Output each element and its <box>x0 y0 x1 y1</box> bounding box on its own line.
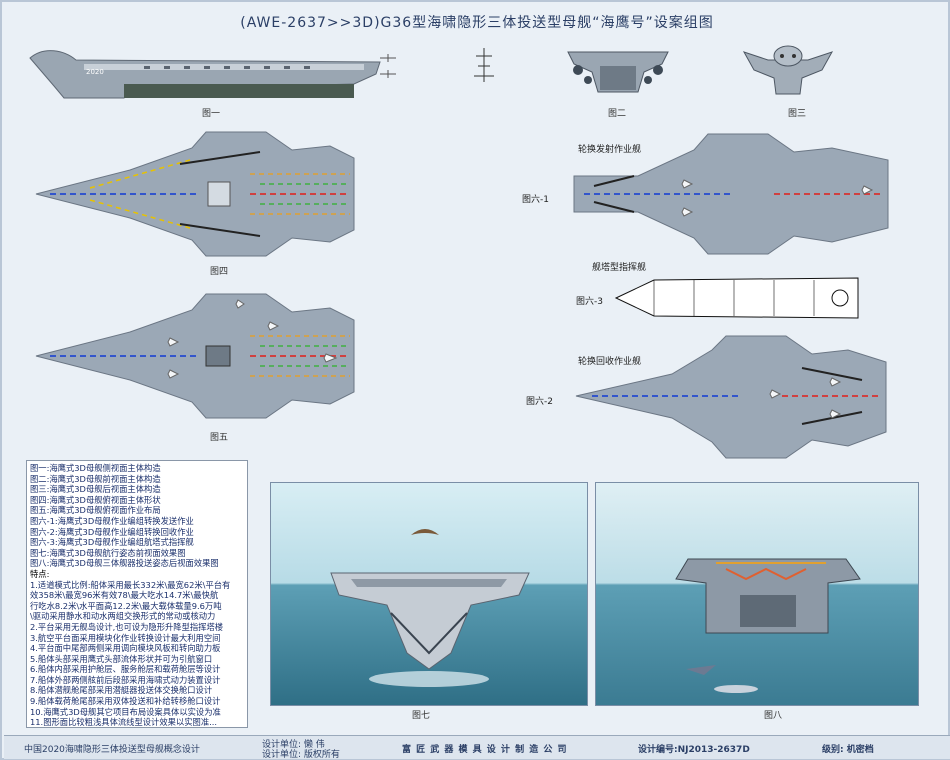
footer-code: 设计编号:NJ2013-2637D <box>638 745 750 755</box>
fig2-caption: 图二 <box>608 109 627 119</box>
feature-line: 5.船体头部采用鹰式头部流体形状并可为引航窗口 <box>30 653 213 664</box>
fig6-3-command-ship <box>614 277 859 319</box>
fig2-front-view <box>567 51 669 93</box>
fig1-side-view <box>29 50 381 99</box>
footer-designer: 设计单位: 懒 伟 <box>262 740 325 750</box>
notes-panel: 图一:海鹰式3D母舰侧视面主体构造 图二:海鹰式3D母舰前视面主体构造 图三:海… <box>26 460 248 728</box>
fig4-top-view <box>35 131 355 257</box>
note-line: 图七:海鹰式3D母舰航行姿态前视面效果图 <box>30 547 186 558</box>
features-heading: 特点: <box>30 568 50 579</box>
note-line: 图六-1:海鹰式3D母舰作业编组转换发送作业 <box>30 515 194 526</box>
fig3-caption: 图三 <box>788 109 807 119</box>
note-line: 图五:海鹰式3D母舰俯视面作业布局 <box>30 505 161 516</box>
feature-line: 10.海鹰式3D母舰其它项目布局设案具体以实设为准 <box>30 706 221 717</box>
note-line: 图二:海鹰式3D母舰前视面主体构造 <box>30 473 161 484</box>
fig7-caption: 图七 <box>412 711 431 721</box>
note-line: 图六-2:海鹰式3D母舰作业编组转换回收作业 <box>30 526 194 537</box>
feature-line: 行吃水8.2米\水平面高12.2米\最大载体载量9.6万吨 <box>30 600 222 611</box>
feature-line: 2.平台采用无舰岛设计,也可设为隐形升降型指挥塔楼 <box>30 621 224 632</box>
feature-line: 9.船体载荷舱尾部采用双体投送和补给转移舱口设计 <box>30 696 221 707</box>
fig6-1-caption: 图六-1 <box>522 195 549 205</box>
feature-line: 6.船体内部采用护舱层、服务舱层和载荷舱层等设计 <box>30 664 221 675</box>
feature-line: 效358米\最宽96米有效78\最大吃水14.7米\最快航 <box>30 590 219 601</box>
feature-line: \驱动采用静水和动水两组交换形式的常动或核动力 <box>30 611 216 622</box>
sheet-title: (AWE-2637>>3D)G36型海啸隐形三体投送型母舰“海鹰号”设案组图 <box>240 15 714 31</box>
feature-line: 4.平台面中尾部两侧采用调向模块风板和转向助力板 <box>30 643 221 654</box>
fig6-1-launch-ship <box>573 133 889 255</box>
footer-level: 级别: 机密档 <box>822 745 874 755</box>
fig5-caption: 图五 <box>210 433 229 443</box>
note-line: 图六-3:海鹰式3D母舰作业编组航塔式指挥舰 <box>30 537 194 548</box>
feature-line: 1.适道模式比例:船体采用最长332米\最宽62米\平台有 <box>30 579 231 590</box>
mast-icon <box>474 48 494 82</box>
note-line: 图四:海鹰式3D母舰俯视面主体形状 <box>30 494 161 505</box>
fig4-caption: 图四 <box>210 267 229 277</box>
footer-company: 富 匠 武 器 模 具 设 计 制 造 公 司 <box>402 745 568 755</box>
note-line: 图三:海鹰式3D母舰后视面主体构造 <box>30 484 161 495</box>
recovery-ship-label: 轮换回收作业舰 <box>578 357 642 367</box>
fig7-render <box>270 482 588 706</box>
feature-line: 11.图形面比较粗浅具体流线型设计效果以实图准... <box>30 717 218 728</box>
note-line: 图八:海鹰式3D母舰三体舰器投送姿态后视面效果图 <box>30 558 219 569</box>
feature-line: 7.船体外部两侧舷前后段部采用海啸式动力装置设计 <box>30 674 221 685</box>
note-line: 图一:海鹰式3D母舰侧视面主体构造 <box>30 463 161 473</box>
feature-line: 8.船体潜舰舱尾部采用潜艇器投送体交换舱口设计 <box>30 685 213 696</box>
launch-ship-label: 轮换发射作业舰 <box>578 145 642 155</box>
feature-line: 3.航空平台面采用模块化作业转换设计最大利用空间 <box>30 632 221 643</box>
small-plane-icons <box>380 54 396 78</box>
fig3-rear-view <box>742 45 834 95</box>
fig1-caption: 图一 <box>202 109 221 119</box>
footer-bar: 中国2020海啸隐形三体投送型母舰概念设计 设计单位: 懒 伟 设计单位: 版权… <box>4 735 950 760</box>
footer-project: 中国2020海啸隐形三体投送型母舰概念设计 <box>24 745 200 755</box>
fig8-caption: 图八 <box>764 711 783 721</box>
fig5-deck-layout <box>35 293 355 419</box>
fig6-2-caption: 图六-2 <box>526 397 553 407</box>
command-ship-label: 舰塔型指挥舰 <box>592 263 647 273</box>
footer-copyright: 设计单位: 版权所有 <box>262 750 340 760</box>
fig8-render <box>595 482 919 706</box>
hull-number: 2020 <box>86 68 104 76</box>
fig6-3-caption: 图六-3 <box>576 297 603 307</box>
fig6-2-recovery-ship <box>575 335 887 459</box>
